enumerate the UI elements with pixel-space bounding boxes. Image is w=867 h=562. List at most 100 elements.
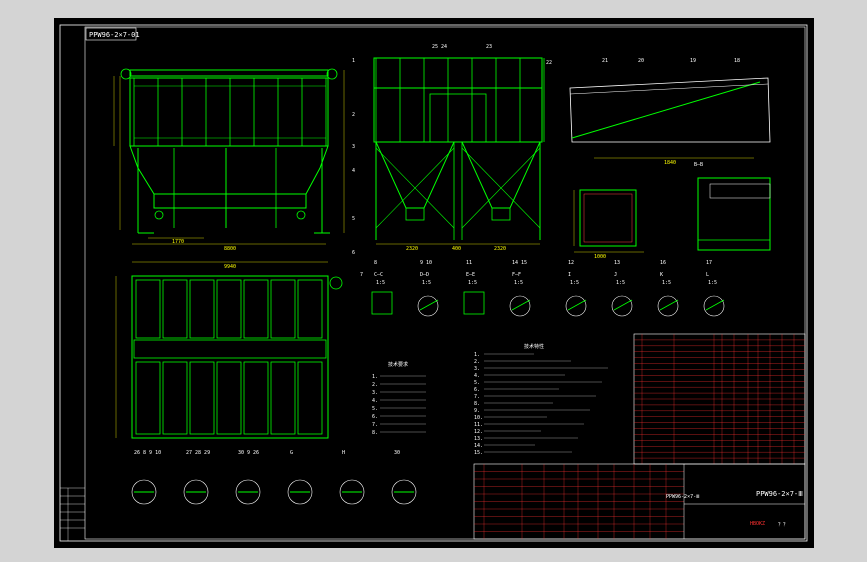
title-red-note: HBOKZ [750,521,765,527]
section-tag-4: 12 [568,260,574,266]
note-right-5: 6. [474,387,480,393]
note-right-6: 7. [474,394,480,400]
section-tag-3: 14 15 [512,260,527,266]
title-block: PPW96-2×7-Ⅲ PPW96-2×7-Ⅲ ？？ HBOKZ [473,463,806,540]
note-left-0: 1. [372,374,378,380]
section-label-6: K [660,272,663,278]
notes-left: 技术要求 1. 2. 3. 4. 5. 6. 7. 8. [372,361,426,436]
section-scale-2: 1:5 [468,280,477,286]
title-small: ？？ [778,522,788,528]
note-left-3: 4. [372,398,378,404]
bottom-tag-2: 30 9 26 [238,450,259,456]
section-scale-6: 1:5 [662,280,671,286]
note-right-9: 10. [474,415,483,421]
side-dim-1: 400 [452,246,461,252]
note-left-5: 6. [372,414,378,420]
section-scale-3: 1:5 [514,280,523,286]
left-strip-table [60,487,85,541]
side-tag-0: 25 24 [432,44,447,50]
section-scale-5: 1:5 [616,280,625,286]
note-right-13: 14. [474,443,483,449]
hood-tag-1: 20 [638,58,644,64]
side-view: 2320 400 2320 25 24 23 22 [373,44,552,252]
section-tag-7: 17 [706,260,712,266]
section-tag-0: 8 [374,260,377,266]
note-left-6: 7. [372,422,378,428]
section-label-4: I [568,272,571,278]
note-right-4: 5. [474,380,480,386]
note-right-14: 15. [474,450,483,456]
note-right-1: 2. [474,359,480,365]
section-dim: 1000 [594,254,606,260]
plan-dim: 9940 [224,264,236,270]
side-dim-0: 2320 [406,246,418,252]
section-scale-0: 1:5 [376,280,385,286]
bb-label: B—B [694,162,703,168]
note-right-11: 12. [474,429,483,435]
note-left-1: 2. [372,382,378,388]
hood-detail: 1840 21 20 19 18 [569,58,771,166]
plan-view: 9940 7 [115,261,363,439]
section-label-2: E—E [466,272,475,278]
section-scale-1: 1:5 [422,280,431,286]
note-right-12: 13. [474,436,483,442]
section-scale-7: 1:5 [708,280,717,286]
front-tag-5: 6 [352,250,355,256]
note-right-2: 3. [474,366,480,372]
side-tag-1: 23 [486,44,492,50]
note-right-8: 9. [474,408,480,414]
bottom-tag-5: 30 [394,450,400,456]
hood-dim: 1840 [664,160,676,166]
section-label-3: F—F [512,272,521,278]
section-label-0: C—C [374,272,383,278]
front-tag-2: 3 [352,144,355,150]
note-right-7: 8. [474,401,480,407]
section-label-7: L [706,272,709,278]
note-right-0: 1. [474,352,480,358]
bb-view: B—B [694,162,771,251]
title-code: PPW96-2×7-Ⅲ [756,490,803,498]
front-tag-4: 5 [352,216,355,222]
hood-tag-2: 19 [690,58,696,64]
note-left-7: 8. [372,430,378,436]
note-right-10: 11. [474,422,483,428]
notes-right-title: 技术特性 [524,343,544,350]
front-tag-3: 4 [352,168,355,174]
inner-frame [84,26,806,540]
bottom-tag-0: 26 8 9 10 [134,450,161,456]
section-label-5: J [614,272,617,278]
bottom-tag-4: H [342,450,345,456]
code-box-text: PPW96-2×7-01 [89,31,140,39]
front-dim-total: 8800 [224,246,236,252]
section-scale-4: 1:5 [570,280,579,286]
bottom-tag-3: G [290,450,293,456]
outer-frame [59,24,808,542]
front-dim-bay: 1770 [172,239,184,245]
title-mid: PPW96-2×7-Ⅲ [666,494,700,500]
front-view: 8800 1770 1 2 3 4 5 6 [113,58,355,256]
hood-tag-3: 18 [734,58,740,64]
notes-left-title: 技术要求 [388,361,408,368]
section-tag-6: 16 [660,260,666,266]
note-right-3: 4. [474,373,480,379]
side-dim-2: 2320 [494,246,506,252]
note-left-4: 5. [372,406,378,412]
note-left-2: 3. [372,390,378,396]
plan-tag: 7 [360,272,363,278]
section-box: 1000 [573,189,644,260]
bottom-tag-1: 27 28 29 [186,450,210,456]
section-label-1: D—D [420,272,429,278]
side-tag-2: 22 [546,60,552,66]
front-tag-0: 1 [352,58,355,64]
bom-table [633,333,806,465]
hood-tag-0: 21 [602,58,608,64]
section-tag-5: 13 [614,260,620,266]
code-box [85,27,137,41]
front-tag-1: 2 [352,112,355,118]
bottom-details: 26 8 9 10 27 28 29 30 9 26 G H 30 [131,450,417,505]
section-details: C—C 1:5 8D—D 1:5 9 10 E—E 1:5 11F—F 1:5 14 15 I 1:5… [371,260,725,317]
section-tag-2: 11 [466,260,472,266]
section-tag-1: 9 10 [420,260,432,266]
